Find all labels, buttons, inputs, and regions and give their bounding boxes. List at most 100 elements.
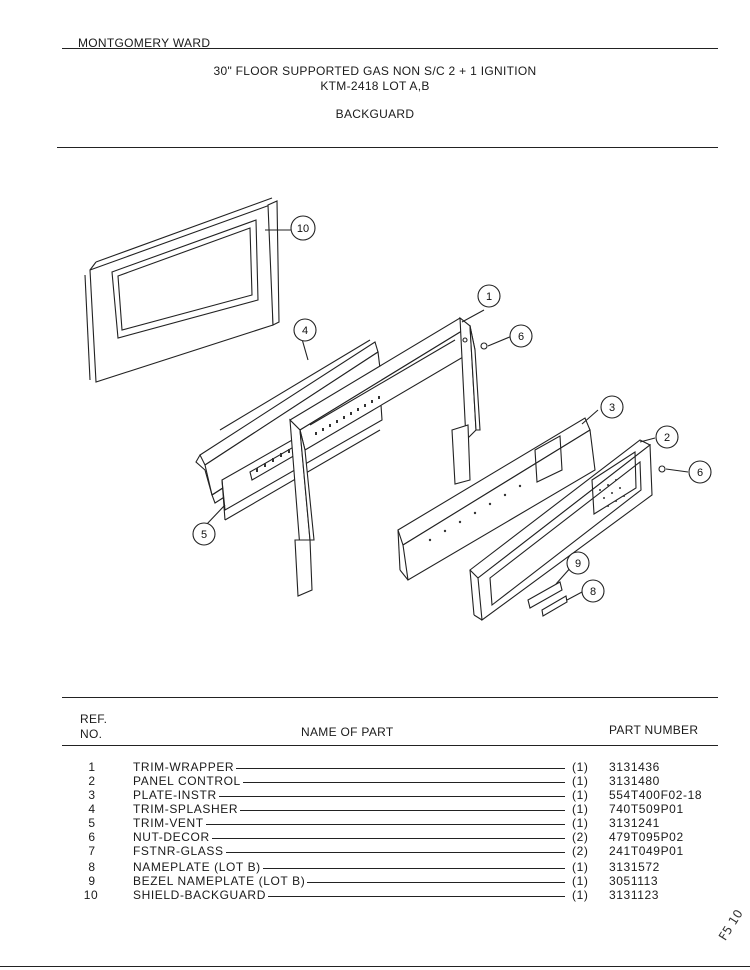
callout-label: 10 bbox=[297, 223, 309, 235]
table-row: 10 SHIELD-BACKGUARD (1) 3131123 bbox=[0, 888, 750, 902]
plate-instr-part bbox=[397, 417, 596, 581]
callout-label: 3 bbox=[609, 402, 615, 414]
page-title: 30" FLOOR SUPPORTED GAS NON S/C 2 + 1 IG… bbox=[213, 64, 537, 78]
callout-label: 8 bbox=[590, 586, 596, 598]
part-qty: (1) bbox=[572, 816, 589, 830]
table-row: 7 FSTNR-GLASS (2) 241T049P01 bbox=[0, 844, 750, 858]
leader-line bbox=[133, 882, 565, 883]
ref-no: 1 bbox=[88, 760, 96, 774]
bezel-nameplate-part bbox=[527, 581, 563, 609]
callout-leaders bbox=[205, 229, 689, 601]
table-header-rule bbox=[62, 745, 718, 746]
nut-decor-part bbox=[480, 342, 666, 473]
table-row: 6 NUT-DECOR (2) 479T095P02 bbox=[0, 830, 750, 844]
footer-rule bbox=[0, 966, 750, 967]
ref-no: 9 bbox=[88, 874, 96, 888]
model-number: KTM-2418 LOT A,B bbox=[320, 79, 430, 93]
part-number: 3131572 bbox=[609, 860, 660, 874]
table-top-rule bbox=[62, 697, 718, 698]
panel-control-part bbox=[469, 439, 653, 622]
table-row: 4 TRIM-SPLASHER (1) 740T509P01 bbox=[0, 802, 750, 816]
callout-8: 8 bbox=[581, 579, 605, 603]
table-row: 9 BEZEL NAMEPLATE (LOT B) (1) 3051113 bbox=[0, 874, 750, 888]
part-name: PLATE-INSTR bbox=[133, 788, 219, 802]
part-number: 740T509P01 bbox=[609, 802, 684, 816]
part-name: FSTNR-GLASS bbox=[133, 844, 226, 858]
part-qty: (1) bbox=[572, 888, 589, 902]
trim-wrapper-part bbox=[289, 316, 481, 597]
leader-line bbox=[133, 768, 565, 769]
handwritten-note: F5 10 bbox=[715, 907, 746, 943]
callout-label: 5 bbox=[201, 529, 207, 541]
callout-label: 4 bbox=[302, 325, 308, 337]
part-name: TRIM-WRAPPER bbox=[133, 760, 237, 774]
part-qty: (1) bbox=[572, 774, 589, 788]
part-number: 241T049P01 bbox=[609, 844, 684, 858]
ref-no: 5 bbox=[88, 816, 96, 830]
table-row: 5 TRIM-VENT (1) 3131241 bbox=[0, 816, 750, 830]
callout-6-lower: 6 bbox=[688, 460, 712, 484]
leader-line bbox=[133, 782, 565, 783]
callout-4: 4 bbox=[293, 318, 317, 342]
part-qty: (1) bbox=[572, 802, 589, 816]
exploded-parts-diagram: 10 4 1 6 3 2 6 5 9 8 bbox=[84, 197, 712, 622]
table-row: 3 PLATE-INSTR (1) 554T400F02-18 bbox=[0, 788, 750, 802]
leader-line bbox=[133, 868, 565, 869]
part-number: 3131241 bbox=[609, 816, 660, 830]
nameplate-part bbox=[541, 595, 568, 617]
brand-name: MONTGOMERY WARD bbox=[78, 36, 211, 50]
part-number: 3051113 bbox=[609, 874, 659, 888]
part-name: TRIM-VENT bbox=[133, 816, 206, 830]
part-name: NAMEPLATE (LOT B) bbox=[133, 860, 263, 874]
part-number: 3131436 bbox=[609, 760, 660, 774]
part-qty: (1) bbox=[572, 860, 589, 874]
ref-no: 6 bbox=[88, 830, 96, 844]
title-rule bbox=[57, 147, 718, 148]
callout-label: 1 bbox=[486, 291, 492, 303]
table-row: 8 NAMEPLATE (LOT B) (1) 3131572 bbox=[0, 860, 750, 874]
column-part-number-label: PART NUMBER bbox=[609, 723, 699, 737]
part-name: TRIM-SPLASHER bbox=[133, 802, 241, 816]
column-ref-label: REF. bbox=[80, 712, 108, 726]
column-name-label: NAME OF PART bbox=[301, 725, 394, 739]
ref-no: 8 bbox=[88, 860, 96, 874]
part-name: BEZEL NAMEPLATE (LOT B) bbox=[133, 874, 308, 888]
ref-no: 3 bbox=[88, 788, 96, 802]
part-number: 3131123 bbox=[609, 888, 660, 902]
section-title: BACKGUARD bbox=[335, 107, 415, 121]
part-name: PANEL CONTROL bbox=[133, 774, 243, 788]
leader-line bbox=[133, 838, 565, 839]
leader-line bbox=[133, 824, 565, 825]
shield-backguard-part bbox=[84, 197, 280, 383]
part-qty: (1) bbox=[572, 874, 589, 888]
header-rule bbox=[62, 48, 718, 49]
callout-9: 9 bbox=[566, 551, 590, 575]
callout-6-upper: 6 bbox=[509, 324, 533, 348]
table-row: 2 PANEL CONTROL (1) 3131480 bbox=[0, 774, 750, 788]
part-qty: (2) bbox=[572, 844, 589, 858]
part-qty: (1) bbox=[572, 788, 589, 802]
callout-10: 10 bbox=[290, 215, 316, 241]
callout-1: 1 bbox=[477, 284, 501, 308]
callout-5: 5 bbox=[192, 522, 216, 546]
leader-line bbox=[133, 852, 565, 853]
part-number: 3131480 bbox=[609, 774, 660, 788]
part-number: 479T095P02 bbox=[609, 830, 684, 844]
callout-label: 6 bbox=[518, 331, 524, 343]
leader-line bbox=[133, 896, 565, 897]
ref-no: 10 bbox=[83, 888, 99, 902]
part-name: SHIELD-BACKGUARD bbox=[133, 888, 268, 902]
table-row: 1 TRIM-WRAPPER (1) 3131436 bbox=[0, 760, 750, 774]
part-name: NUT-DECOR bbox=[133, 830, 212, 844]
callout-3: 3 bbox=[600, 395, 624, 419]
callout-label: 9 bbox=[575, 558, 581, 570]
ref-no: 4 bbox=[88, 802, 96, 816]
part-qty: (1) bbox=[572, 760, 589, 774]
part-number: 554T400F02-18 bbox=[609, 788, 703, 802]
callout-label: 2 bbox=[664, 432, 670, 444]
part-qty: (2) bbox=[572, 830, 589, 844]
ref-no: 7 bbox=[88, 844, 96, 858]
ref-no: 2 bbox=[88, 774, 96, 788]
callout-label: 6 bbox=[697, 467, 703, 479]
column-no-label: NO. bbox=[80, 727, 103, 741]
